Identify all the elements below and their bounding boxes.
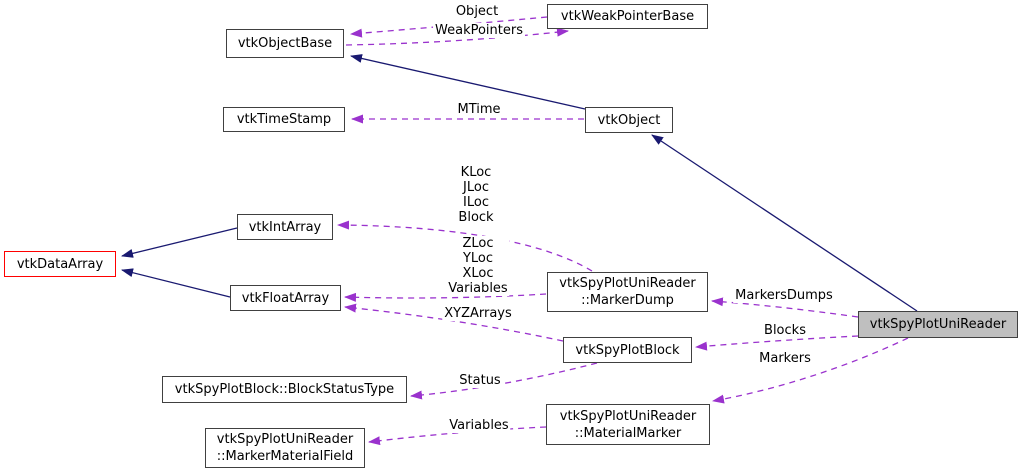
- edge-status: [410, 362, 598, 400]
- edge-label-object: Object: [453, 4, 501, 19]
- edge-zloc-yloc-xloc-variables: [344, 292, 547, 302]
- edge-label-xyzarrays: XYZArrays: [442, 306, 514, 321]
- edge-label-variables: Variables: [447, 418, 511, 433]
- edge-markersdumps: [711, 297, 859, 318]
- node-vtktimestamp[interactable]: vtkTimeStamp: [223, 107, 345, 132]
- node-vtkspyplotunireader-materialmarker[interactable]: vtkSpyPlotUniReader ::MaterialMarker: [546, 404, 710, 445]
- edge-label-kloc-jloc-iloc-block: KLoc JLoc ILoc Block: [456, 165, 496, 225]
- edge-label-markersdumps: MarkersDumps: [733, 288, 835, 303]
- node-vtkobjectbase[interactable]: vtkObjectBase: [226, 29, 344, 58]
- edge-object: [350, 16, 548, 38]
- node-vtkspyplotblock-blockstatustype[interactable]: vtkSpyPlotBlock::BlockStatusType: [162, 376, 407, 403]
- node-vtkspyplotblock[interactable]: vtkSpyPlotBlock: [563, 337, 692, 363]
- edge-variables-bottom: [368, 426, 547, 446]
- edge-vtkspyplotunireader-to-vtkobject: [651, 134, 918, 312]
- node-vtkintarray[interactable]: vtkIntArray: [237, 214, 333, 240]
- edge-label-markers: Markers: [757, 351, 813, 366]
- edge-markers: [712, 337, 909, 404]
- edge-blocks: [695, 335, 859, 351]
- edge-label-weakpointers: WeakPointers: [433, 23, 525, 38]
- edge-vtkfloatarray-to-vtkdataarray: [121, 268, 231, 298]
- node-vtkspyplotunireader-markermaterialfield[interactable]: vtkSpyPlotUniReader ::MarkerMaterialFiel…: [205, 428, 365, 468]
- node-vtkspyplotunireader-markerdump[interactable]: vtkSpyPlotUniReader ::MarkerDump: [547, 272, 708, 312]
- node-vtkfloatarray[interactable]: vtkFloatArray: [230, 285, 341, 311]
- node-vtkweakpointerbase[interactable]: vtkWeakPointerBase: [547, 4, 708, 29]
- edge-label-status: Status: [457, 373, 503, 388]
- edge-vtkobject-to-vtkobjectbase: [350, 54, 586, 110]
- edge-label-mtime: MTime: [455, 102, 503, 117]
- edge-weakpointers: [345, 27, 569, 46]
- node-vtkdataarray[interactable]: vtkDataArray: [4, 251, 116, 277]
- edge-vtkintarray-to-vtkdataarray: [121, 227, 238, 258]
- node-vtkobject[interactable]: vtkObject: [585, 107, 673, 133]
- node-vtkspyplotunireader[interactable]: vtkSpyPlotUniReader: [858, 311, 1018, 338]
- edge-xyzarrays: [344, 303, 564, 342]
- edge-label-zloc-yloc-xloc-variables: ZLoc YLoc XLoc Variables: [446, 236, 510, 296]
- edge-label-blocks: Blocks: [762, 323, 808, 338]
